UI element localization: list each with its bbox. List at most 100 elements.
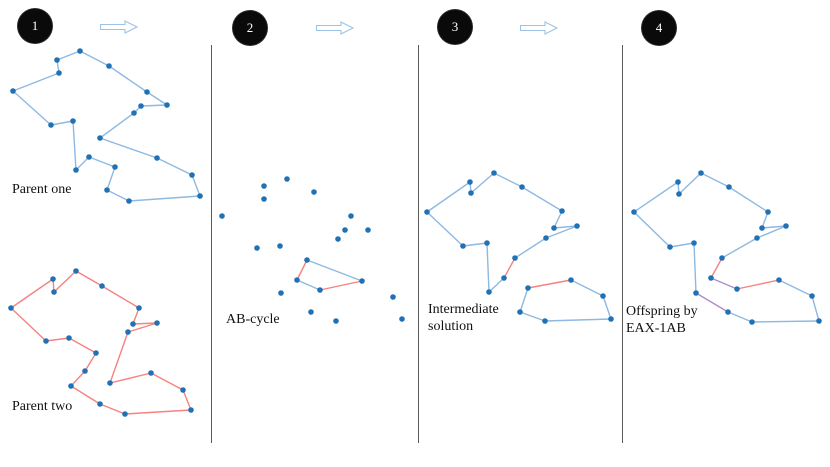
parent-two-figure xyxy=(8,268,194,417)
parent-one-edge-blue xyxy=(191,174,201,197)
parent-two-city-dot xyxy=(97,401,103,407)
intermediate-solution-edge-red xyxy=(503,257,516,279)
offspring-edge-blue xyxy=(761,211,769,229)
intermediate-solution-city-dot xyxy=(484,240,490,246)
offspring-city-dot xyxy=(698,170,704,176)
parent-one-city-dot xyxy=(126,198,132,204)
parent-two-city-dot xyxy=(50,276,56,282)
parent-one-edge-blue xyxy=(88,156,116,168)
ab-cycle-label: AB-cycle xyxy=(226,312,280,327)
ab-cycle-city-dot xyxy=(219,213,225,219)
offspring-edge-purple xyxy=(695,292,729,313)
step-2-number: 2 xyxy=(246,20,254,35)
intermediate-solution-edge-blue xyxy=(545,225,578,239)
offspring-figure xyxy=(631,170,822,325)
parent-one-city-dot xyxy=(54,57,60,63)
parent-two-city-dot xyxy=(73,268,79,274)
parent-two-city-dot xyxy=(154,320,160,326)
parent-two-city-dot xyxy=(68,383,74,389)
right-arrow-icon xyxy=(520,21,558,35)
offspring-city-dot xyxy=(719,255,725,261)
intermediate-solution-edge-blue xyxy=(426,181,471,213)
intermediate-solution-edge-blue xyxy=(519,287,529,313)
offspring-label: Offspring by EAX-1AB xyxy=(626,304,698,336)
parent-one-city-dot xyxy=(70,118,76,124)
step-1-number: 1 xyxy=(31,18,39,33)
intermediate-solution-city-dot xyxy=(568,277,574,283)
parent-two-city-dot xyxy=(8,305,14,311)
ab-cycle-city-dot xyxy=(333,318,339,324)
intermediate-solution-edge-blue xyxy=(493,172,523,188)
offspring-city-dot xyxy=(749,319,755,325)
offspring-city-dot xyxy=(765,209,771,215)
panel-divider-1 xyxy=(211,45,212,443)
ab-cycle-city-dot xyxy=(294,277,300,283)
parent-one-city-dot xyxy=(56,70,62,76)
parent-two-edge-red xyxy=(53,270,77,293)
panel-divider-2 xyxy=(418,45,419,443)
offspring-city-dot xyxy=(675,179,681,185)
parent-two-label: Parent two xyxy=(12,399,73,414)
ab-cycle-edge-red xyxy=(296,259,308,281)
offspring-edge-blue xyxy=(693,242,697,294)
offspring-edge-red xyxy=(710,257,723,279)
parent-one-edge-blue xyxy=(50,120,74,126)
intermediate-solution-city-dot xyxy=(559,208,565,214)
ab-cycle-edge-blue xyxy=(306,259,363,282)
offspring-city-dot xyxy=(754,235,760,241)
offspring-city-dot xyxy=(726,184,732,190)
parent-two-edge-red xyxy=(109,372,152,384)
offspring-edge-blue xyxy=(721,237,758,259)
parent-one-city-dot xyxy=(189,172,195,178)
parent-two-city-dot xyxy=(125,329,131,335)
ab-cycle-city-dot xyxy=(359,278,365,284)
parent-one-edge-blue xyxy=(108,65,148,93)
intermediate-solution-edge-red xyxy=(527,279,572,289)
ab-cycle-figure xyxy=(219,176,405,324)
offspring-edge-blue xyxy=(678,172,702,195)
parent-two-edge-red xyxy=(99,403,126,415)
offspring-city-dot xyxy=(759,225,765,231)
parent-two-city-dot xyxy=(51,289,57,295)
step-3-number: 3 xyxy=(451,19,459,34)
parent-two-edge-red xyxy=(132,307,140,325)
offspring-edge-blue xyxy=(727,311,753,323)
offspring-edge-blue xyxy=(811,295,820,322)
ab-cycle-city-dot xyxy=(335,236,341,242)
ab-cycle-city-dot xyxy=(399,316,405,322)
ab-cycle-edge-blue xyxy=(296,279,321,291)
parent-two-edge-red xyxy=(68,337,97,354)
intermediate-solution-edge-blue xyxy=(514,237,547,259)
parent-two-city-dot xyxy=(188,407,194,413)
parent-one-edge-blue xyxy=(75,156,90,171)
parent-one-edge-blue xyxy=(128,195,201,202)
intermediate-solution-city-dot xyxy=(512,255,518,261)
offspring-edge-purple xyxy=(710,277,738,290)
parent-one-city-dot xyxy=(131,110,137,116)
offspring-city-dot xyxy=(734,286,740,292)
parent-one-edge-blue xyxy=(56,50,81,61)
parent-one-city-dot xyxy=(112,164,118,170)
parent-one-city-dot xyxy=(164,102,170,108)
intermediate-solution-city-dot xyxy=(467,179,473,185)
right-arrow-icon xyxy=(100,20,138,34)
step-4-badge: 4 xyxy=(642,11,676,45)
offspring-edge-blue xyxy=(633,211,671,248)
parent-one-city-dot xyxy=(154,155,160,161)
intermediate-solution-edge-blue xyxy=(602,295,612,320)
parent-one-edge-blue xyxy=(106,189,130,202)
parent-two-city-dot xyxy=(180,387,186,393)
parent-two-edge-red xyxy=(10,307,47,342)
ab-cycle-city-dot xyxy=(311,189,317,195)
ab-cycle-edge-red xyxy=(319,280,363,291)
intermediate-solution-edge-blue xyxy=(488,277,505,293)
panel-divider-3 xyxy=(622,45,623,443)
ab-cycle-city-dot xyxy=(308,309,314,315)
parent-one-city-dot xyxy=(97,135,103,141)
ab-cycle-city-dot xyxy=(261,183,267,189)
step-4-number: 4 xyxy=(655,20,663,35)
offspring-edge-blue xyxy=(669,242,695,248)
offspring-city-dot xyxy=(708,275,714,281)
parent-two-edge-red xyxy=(101,285,140,309)
parent-one-city-dot xyxy=(73,167,79,173)
